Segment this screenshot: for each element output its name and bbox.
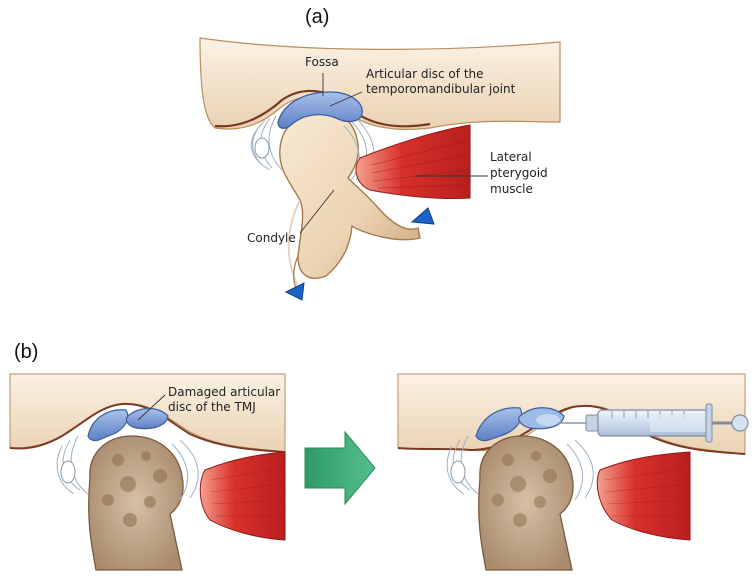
muscle-fibers-b-right <box>604 467 691 517</box>
muscle-label-line3: muscle <box>490 182 533 196</box>
muscle-b-left <box>199 451 286 541</box>
panel-b-damaged <box>9 373 286 571</box>
muscle-label-line2: pterygoid <box>490 166 548 180</box>
damaged-disc-fragment <box>125 407 169 430</box>
fossa-rim-b-left <box>9 402 286 453</box>
treated-disc-fragment <box>475 407 523 442</box>
panel-b-treated <box>397 373 749 571</box>
blue-arrow-icon <box>410 207 435 225</box>
ligament-b-right-right <box>566 439 594 501</box>
green-arrow-icon <box>304 430 376 506</box>
injection-fluid <box>536 414 560 426</box>
condyle-bone <box>279 109 421 279</box>
disc-label-line2: temporomandibular joint <box>366 82 516 96</box>
ligament-ring-b-right <box>450 460 466 484</box>
mandible-shadow <box>287 199 301 291</box>
condyle-erosion <box>102 451 167 527</box>
panel-b-tag: (b) <box>14 341 38 363</box>
syringe-icon <box>558 403 749 443</box>
muscle-fibers <box>371 139 469 189</box>
muscle-b-right <box>596 451 691 541</box>
blue-arrow-icon <box>284 282 305 301</box>
damaged-label-line1: Damaged articular <box>168 385 280 399</box>
panel-a-illustration <box>199 37 561 301</box>
condyle-erosion-right <box>492 451 557 527</box>
disc-label-line1: Articular disc of the <box>366 67 484 81</box>
condyle-label: Condyle <box>247 231 296 245</box>
temporal-bone <box>199 37 561 130</box>
lateral-pterygoid-muscle <box>355 124 471 200</box>
ligament-ring-b-left <box>60 460 76 484</box>
damaged-disc-leader <box>137 394 166 421</box>
ligament-b-left-right <box>171 439 199 501</box>
disc-leader <box>329 91 363 107</box>
ligament-ring <box>254 137 270 159</box>
muscle-fibers-b-left <box>209 467 286 517</box>
fossa-label: Fossa <box>305 55 339 69</box>
muscle-label-line1: Lateral <box>490 150 532 164</box>
condyle-leader <box>299 189 335 234</box>
damaged-label-line2: disc of the TMJ <box>168 400 256 414</box>
damaged-disc-fragment <box>87 409 129 442</box>
panel-a-tag: (a) <box>305 6 329 28</box>
fossa-rim <box>214 89 431 128</box>
